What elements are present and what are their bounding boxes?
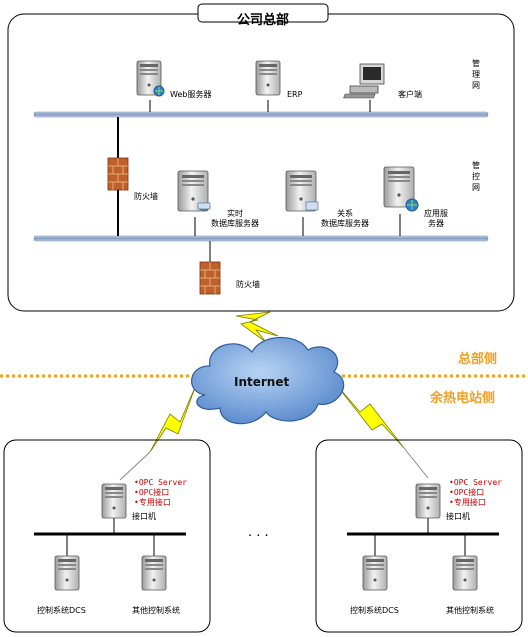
site-left-dcs-label: 控制系统DCS [37,606,86,615]
client-label: 客户端 [398,90,422,99]
erp-server-icon [255,60,281,96]
firewall-inner-label: 防火墙 [134,192,158,201]
site-left-interface-2: •OPC接口 [134,488,170,497]
interface-machine-left-icon [101,483,127,519]
hq-title: 公司总部 [236,13,289,28]
app-server-label-line2: 务器 [428,219,444,228]
application-server-icon [383,166,419,212]
site-left-boundary [3,439,211,633]
web-server-label: Web服务器 [170,90,212,99]
internet-label: Internet [234,375,290,389]
relational-db-label-line2: 数据库服务器 [321,219,369,228]
internet-cloud-icon [191,336,345,425]
site-right-interface-3: •专用接口 [449,498,486,507]
dcs-right-icon [362,555,388,591]
site-left-interface-3: •专用接口 [134,498,171,507]
hq-boundary [7,13,515,312]
firewall-inner-icon [107,157,129,191]
site-left-interface-machine-label: 接口机 [132,512,156,521]
realtime-db-label-line2: 数据库服务器 [211,219,259,228]
dcs-left-icon [54,555,80,591]
app-server-label-line1: 应用服 [424,209,448,218]
site-left-other-label: 其他控制系统 [132,606,180,615]
management-network-label: 管理网 [472,59,480,90]
web-server-icon [136,60,165,97]
hq-title-tab [197,3,329,23]
firewall-outer-label: 防火墙 [236,280,260,289]
other-control-left-icon [141,555,167,591]
site-right-boundary [315,439,523,633]
control-network-bar [33,235,489,242]
bolt-left-site [149,384,197,453]
site-right-dcs-label: 控制系统DCS [350,606,399,615]
site-right-interface-1: •OPC Server [449,478,502,487]
bolt-right-site [333,381,405,449]
client-pc-icon [343,63,385,99]
erp-label: ERP [287,90,303,99]
site-right-other-label: 其他控制系统 [446,606,494,615]
plant-side-label: 余热电站侧 [430,391,496,406]
ellipsis-more-sites: · · · [248,529,269,544]
control-network-label: 管控网 [472,161,480,192]
site-right-interface-machine-label: 接口机 [446,512,470,521]
firewall-outer-icon [199,261,221,295]
management-network-bar [33,111,489,118]
other-control-right-icon [452,555,478,591]
realtime-db-label-line1: 实时 [227,209,243,218]
site-left-interface-1: •OPC Server [134,478,187,487]
realtime-db-server-icon [177,170,211,212]
bolt-hq-to-cloud [235,311,279,343]
relational-db-server-icon [285,170,319,212]
site-right-interface-2: •OPC接口 [449,488,485,497]
hq-side-label: 总部侧 [458,352,498,367]
relational-db-label-line1: 关系 [337,209,353,218]
interface-machine-right-icon [415,483,441,519]
